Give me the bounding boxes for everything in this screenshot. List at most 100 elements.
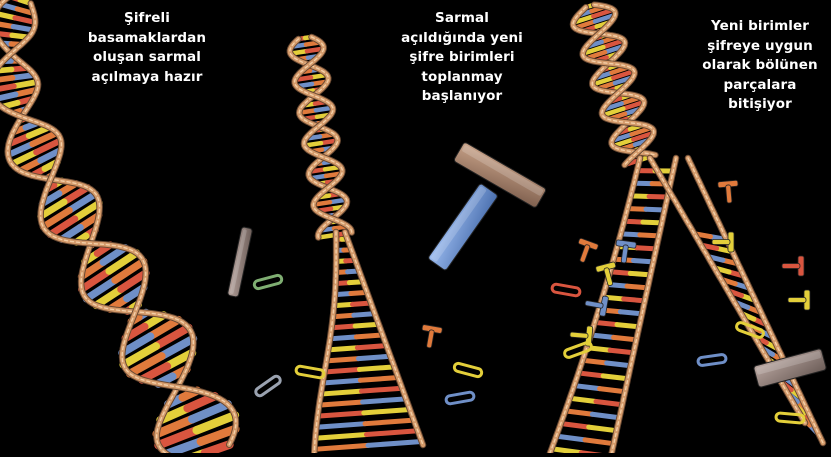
free-unit-brown-rod — [453, 142, 546, 209]
base-pair-half — [367, 431, 418, 435]
base-pair-half — [364, 410, 410, 413]
base-pair-half — [14, 82, 38, 86]
base-pair-half — [363, 399, 406, 402]
base-pair-half — [0, 69, 12, 70]
base-pair-half — [365, 420, 414, 424]
free-unit-grey-rod — [227, 227, 252, 298]
tee-stem — [570, 332, 588, 339]
base-pair-half — [324, 369, 359, 372]
base-pair-half — [360, 378, 398, 381]
tee-stem — [579, 244, 590, 263]
clip-loop — [253, 275, 282, 290]
caption-line: toplanmay — [386, 68, 538, 88]
base-pair-half — [591, 335, 614, 337]
free-clip — [698, 354, 727, 366]
caption-line: başlanıyor — [386, 87, 538, 107]
tee-stem — [726, 185, 733, 203]
free-nucleotide — [782, 256, 804, 276]
base-pair-half — [0, 86, 14, 90]
base-pair-half — [314, 445, 368, 449]
free-clip — [253, 275, 282, 290]
caption-line: şifre birimleri — [386, 48, 538, 68]
free-clip — [254, 375, 282, 398]
base-pair-half — [356, 335, 382, 337]
base-pair-half — [565, 411, 592, 414]
base-pair-half — [330, 337, 356, 339]
base-pair-half — [578, 373, 603, 376]
base-pair-half — [620, 312, 642, 314]
clip-loop — [254, 375, 282, 398]
base-pair-half — [592, 414, 619, 417]
tee-stem — [788, 298, 806, 303]
clip-loop — [552, 284, 581, 297]
base-pair-half — [614, 337, 637, 339]
clip-loop — [446, 392, 475, 405]
tee-stem — [426, 330, 434, 349]
clip-loop — [563, 341, 592, 358]
caption-line: açılmaya hazır — [76, 68, 218, 88]
caption-line: parçalara — [692, 76, 828, 96]
tee-stem — [712, 240, 730, 245]
base-pair-half — [361, 388, 402, 391]
clip-loop — [296, 366, 325, 379]
base-pair-half — [328, 348, 357, 350]
base-pair-half — [585, 440, 614, 444]
caption-line: şifreye uygun — [692, 37, 828, 57]
base-pair-half — [0, 95, 15, 100]
panel-3-caption: Yeni birimler şifreye uygun olarak bölün… — [692, 17, 828, 115]
tee-stem — [782, 264, 800, 269]
free-nucleotide — [419, 324, 443, 349]
panel-2-caption: Sarmal açıldığında yeni şifre birimleri … — [386, 9, 538, 107]
base-pair-half — [607, 363, 631, 366]
base-pair-half — [319, 402, 362, 405]
free-clip — [563, 341, 592, 358]
caption-line: Şifreli — [76, 9, 218, 29]
caption-line: oluşan sarmal — [76, 48, 218, 68]
base-pair-half — [316, 424, 365, 428]
base-pair-half — [617, 325, 639, 327]
caption-line: olarak bölünen — [692, 56, 828, 76]
caption-line: basamaklardan — [76, 29, 218, 49]
free-clip — [453, 363, 482, 378]
caption-line: Yeni birimler — [692, 17, 828, 37]
base-pair-half — [332, 326, 356, 328]
base-pair-half — [603, 376, 628, 379]
base-pair-half — [610, 350, 633, 353]
free-nucleotide — [788, 290, 810, 310]
clip-loop — [453, 363, 482, 378]
base-pair-half — [574, 386, 599, 389]
caption-line: bitişiyor — [692, 95, 828, 115]
base-pair-half — [596, 401, 622, 404]
panel-1-caption: Şifreli basamaklardan oluşan sarmal açıl… — [76, 9, 218, 87]
base-pair-half — [205, 445, 229, 453]
free-nucleotide — [572, 238, 598, 266]
base-pair-half — [589, 427, 617, 431]
base-pair-half — [552, 449, 582, 453]
base-pair-half — [358, 356, 390, 358]
base-pair-half — [570, 398, 596, 401]
base-pair-half — [315, 435, 366, 439]
free-nucleotide — [718, 180, 740, 204]
free-clip — [296, 366, 325, 379]
free-clip — [552, 284, 581, 297]
free-unit-blue-rod — [428, 183, 499, 271]
base-pair-half — [359, 367, 394, 370]
clip-loop — [698, 354, 727, 366]
base-pair-half — [368, 441, 422, 445]
base-pair-half — [583, 360, 607, 363]
base-pair-half — [595, 322, 617, 324]
base-pair-half — [323, 380, 361, 383]
caption-line: açıldığında yeni — [386, 29, 538, 49]
base-pair-half — [600, 389, 625, 392]
base-pair-half — [326, 359, 358, 361]
base-pair-half — [561, 424, 589, 428]
base-pair-half — [556, 436, 585, 440]
free-clip — [446, 392, 475, 405]
base-pair-half — [318, 413, 364, 416]
base-pair-half — [321, 391, 362, 394]
caption-line: Sarmal — [386, 9, 538, 29]
base-pair-half — [357, 346, 386, 348]
base-pair-half — [355, 324, 379, 326]
base-pair-half — [0, 78, 12, 81]
